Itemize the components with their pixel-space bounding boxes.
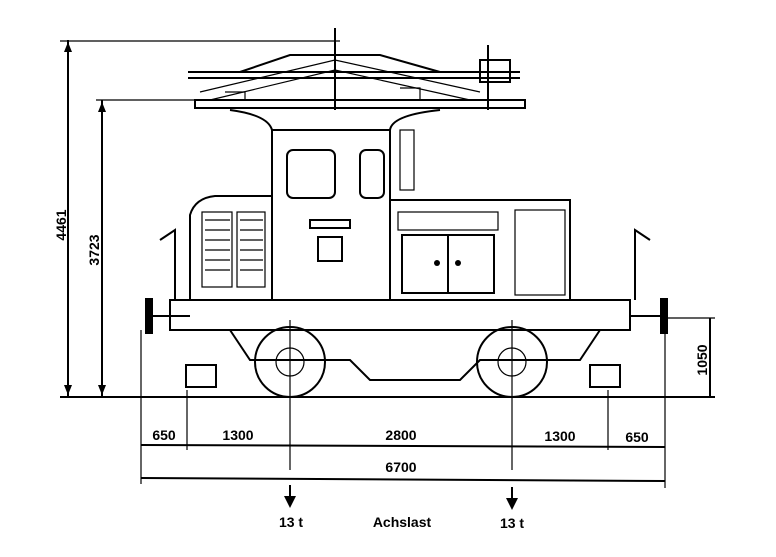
cab-window [286,149,336,199]
buffer-right [660,298,668,334]
axle-loads: 13 t Achslast 13 t [279,485,524,531]
length-2800: 2800 [385,427,416,443]
length-dimensions: 650 1300 2800 1300 650 6700 [140,330,666,488]
height-total-label: 4461 [53,209,69,240]
height-3723-label: 3723 [86,234,102,265]
length-total: 6700 [385,459,416,475]
pantograph [188,28,526,110]
buffer-left [145,298,153,334]
length-1300-left: 1300 [222,427,253,443]
buffer-height-label: 1050 [694,344,710,375]
frame [145,228,668,388]
hoods [189,195,571,300]
arrow-down-icon [284,496,296,508]
arrow-down-icon [506,498,518,510]
length-650-right: 650 [625,429,649,445]
grille [397,211,499,231]
cab [229,109,441,301]
length-650-left: 650 [152,427,176,443]
length-1300-right: 1300 [544,428,575,444]
cab-window [359,149,385,199]
axle-load-2: 13 t [500,515,524,531]
axle-load-label: Achslast [373,514,432,530]
wheelsets [254,320,548,470]
axle-load-1: 13 t [279,514,303,530]
height-dimensions: 4461 3723 1050 [53,40,715,398]
